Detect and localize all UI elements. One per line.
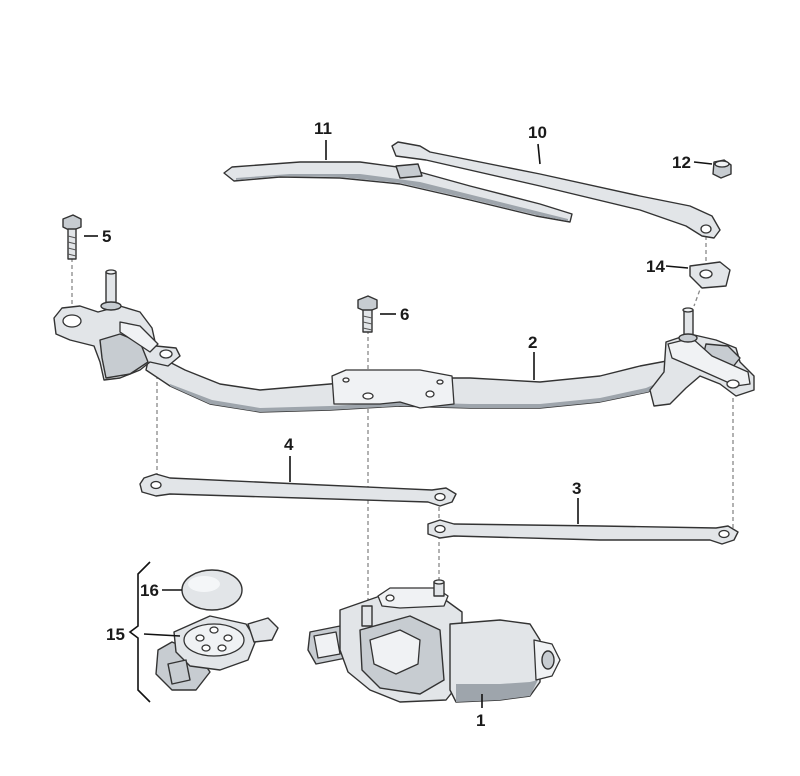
part-10-wiper-arm <box>391 141 721 239</box>
motor-crank <box>377 587 449 609</box>
part-2-wiper-frame <box>53 269 755 413</box>
leader-lines <box>84 140 713 708</box>
part-6-bolt <box>357 295 378 333</box>
callout-11: 11 <box>314 119 332 138</box>
frame-center-bracket <box>331 369 455 409</box>
part-15-sensor-unit <box>155 615 279 691</box>
wiper-arm-mount-hole <box>700 224 712 234</box>
assembly-guide-lines <box>71 236 734 610</box>
motor-can <box>449 619 541 703</box>
callout-16: 16 <box>140 581 159 600</box>
callout-labels: 11 10 12 14 5 6 2 4 3 1 16 15 <box>102 119 691 730</box>
callout-5: 5 <box>102 227 111 246</box>
callout-1: 1 <box>476 711 485 730</box>
guide-line-plate-14-to-spindle <box>693 283 703 307</box>
part-14-cover-plate <box>689 261 731 289</box>
callout-2: 2 <box>528 333 537 352</box>
callout-15: 15 <box>106 625 125 644</box>
callout-6: 6 <box>400 305 409 324</box>
left-mount-hole <box>62 314 82 328</box>
callout-14: 14 <box>646 257 665 276</box>
part-1-wiper-motor <box>307 579 561 703</box>
part-11-wiper-blade <box>223 161 573 223</box>
part-4-link-rod <box>139 473 457 507</box>
part-12-nut <box>712 159 732 179</box>
part-5-bolt <box>62 214 82 260</box>
callout-10: 10 <box>528 123 547 142</box>
callout-12: 12 <box>672 153 691 172</box>
group-bracket-15-16 <box>128 561 151 703</box>
part-3-link-rod <box>427 519 739 545</box>
part-16-cover-cap <box>181 569 243 611</box>
callout-4: 4 <box>284 435 294 454</box>
callout-3: 3 <box>572 479 581 498</box>
